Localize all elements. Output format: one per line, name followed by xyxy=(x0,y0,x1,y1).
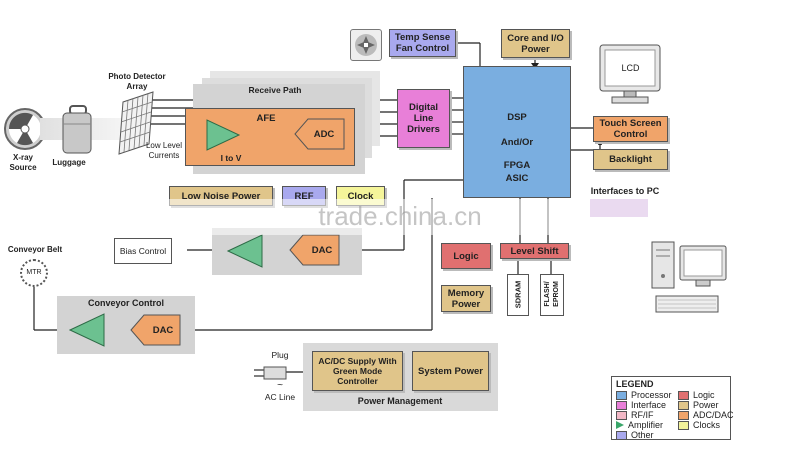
legend-label: ADC/DAC xyxy=(693,410,734,420)
acdc-supply-block: AC/DC Supply With Green Mode Controller xyxy=(312,351,403,391)
legend-label: Logic xyxy=(693,390,715,400)
legend-swatch xyxy=(678,420,689,430)
conveyor-belt-label: Conveyor Belt xyxy=(7,245,63,254)
legend-label: Amplifier xyxy=(628,420,664,430)
radiation-icon xyxy=(3,107,47,151)
flash-eprom-block: FLASH/ EPROM xyxy=(540,274,564,316)
plug-icon xyxy=(254,366,287,380)
power-management-label: Power Management xyxy=(357,396,443,406)
memory-power-block: Memory Power xyxy=(441,285,491,312)
legend-swatch xyxy=(678,390,689,400)
legend-title: LEGEND xyxy=(616,379,654,389)
dsp-line-4: ASIC xyxy=(505,173,529,184)
legend-label: RF/IF xyxy=(631,410,654,420)
dsp-block: DSP And/Or FPGA ASIC xyxy=(463,66,571,198)
interfaces-to-pc-label: Interfaces to PC xyxy=(590,186,660,196)
adc-label: ADC xyxy=(313,129,335,140)
conveyor-control-label: Conveyor Control xyxy=(87,298,164,308)
bias-control-block: Bias Control xyxy=(114,238,172,264)
ac-line-label: AC Line xyxy=(264,392,296,402)
legend-label: Power xyxy=(693,400,719,410)
conveyor-amplifier-icon xyxy=(69,313,105,347)
luggage-icon xyxy=(60,104,96,156)
watermark-band xyxy=(0,199,795,235)
photo-detector-label: Photo Detector Array xyxy=(108,72,166,91)
bias-dac-label: DAC xyxy=(311,245,333,256)
system-power-block: System Power xyxy=(412,351,489,391)
bias-amplifier-icon xyxy=(227,234,263,268)
legend-label: Other xyxy=(631,430,654,440)
dsp-line-3: FPGA xyxy=(503,160,531,171)
legend-item: Clocks xyxy=(678,420,720,430)
sdram-label: SDRAM xyxy=(513,280,523,309)
logic-block: Logic xyxy=(441,243,491,269)
temp-sense-block: Temp Sense Fan Control xyxy=(389,29,456,57)
digital-line-drivers-block: Digital Line Drivers xyxy=(397,89,450,148)
motor-icon: MTR xyxy=(20,259,48,287)
legend-item: Processor xyxy=(616,390,672,400)
level-shift-block: Level Shift xyxy=(500,243,569,259)
legend-swatch xyxy=(616,400,627,410)
sdram-block: SDRAM xyxy=(507,274,529,316)
conveyor-dac-label: DAC xyxy=(152,325,174,336)
adc-shape xyxy=(294,118,345,150)
legend-item: ADC/DAC xyxy=(678,410,734,420)
touch-screen-block: Touch Screen Control xyxy=(593,116,668,142)
receive-path-label: Receive Path xyxy=(248,85,302,95)
lcd-monitor-icon: LCD xyxy=(598,43,663,107)
mtr-label: MTR xyxy=(26,269,42,276)
luggage-label: Luggage xyxy=(52,158,86,167)
legend-label: Processor xyxy=(631,390,672,400)
pc-icon xyxy=(650,238,730,318)
ac-tilde: ~ xyxy=(277,380,283,391)
conveyor-dac-shape xyxy=(130,314,181,346)
fan-icon xyxy=(350,29,382,61)
i-to-v-label: I to V xyxy=(220,153,242,163)
legend-item: Other xyxy=(616,430,654,440)
afe-amplifier-icon xyxy=(206,119,241,151)
backlight-block: Backlight xyxy=(593,149,668,170)
lcd-label: LCD xyxy=(621,63,640,73)
legend-swatch xyxy=(616,421,624,429)
legend-item: Logic xyxy=(678,390,715,400)
afe-block: AFE I to V ADC xyxy=(185,108,355,166)
bias-dac-shape xyxy=(289,234,340,266)
legend-item: RF/IF xyxy=(616,410,654,420)
low-level-currents-label: Low Level Currents xyxy=(145,141,183,160)
legend-item: Interface xyxy=(616,400,666,410)
legend-swatch xyxy=(678,400,689,410)
legend-swatch xyxy=(616,430,627,440)
xray-source-label: X-ray Source xyxy=(9,153,37,172)
legend-swatch xyxy=(616,390,627,400)
photo-detector-array-icon xyxy=(118,91,154,155)
flash-eprom-label: FLASH/ EPROM xyxy=(544,281,560,307)
watermark-text: trade.china.cn xyxy=(318,201,482,231)
legend-label: Interface xyxy=(631,400,667,410)
legend-swatch xyxy=(678,410,689,420)
dsp-line-2: And/Or xyxy=(500,137,534,148)
core-io-power-block: Core and I/O Power xyxy=(501,29,570,58)
dsp-line-1: DSP xyxy=(507,112,527,123)
legend-label: Clocks xyxy=(693,420,721,430)
legend-swatch xyxy=(616,410,627,420)
legend-item: Power xyxy=(678,400,719,410)
plug-label: Plug xyxy=(271,350,289,360)
afe-label: AFE xyxy=(256,113,276,124)
legend-item: Amplifier xyxy=(616,420,663,430)
